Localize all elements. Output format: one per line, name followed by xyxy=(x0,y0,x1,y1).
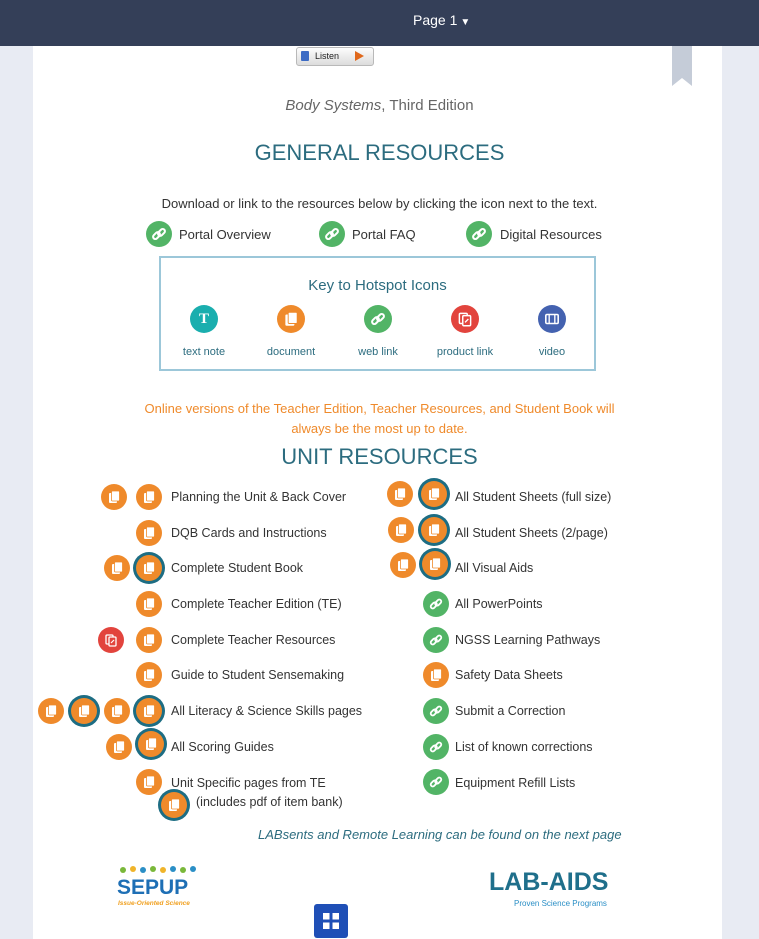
resource-planning-unit[interactable]: Planning the Unit & Back Cover xyxy=(171,490,347,504)
document-icon[interactable] xyxy=(38,698,64,724)
document-icon[interactable] xyxy=(136,769,162,795)
page-selector[interactable]: Page 1▼ xyxy=(413,12,470,28)
product-link-icon[interactable] xyxy=(98,627,124,653)
portal-overview-label: Portal Overview xyxy=(179,227,271,242)
listen-label: Listen xyxy=(315,51,340,61)
page-grid-button[interactable] xyxy=(314,904,348,938)
web-link-icon xyxy=(364,305,392,333)
resource-known-corrections[interactable]: List of known corrections xyxy=(455,740,593,754)
digital-resources-label: Digital Resources xyxy=(500,227,602,242)
document-icon[interactable] xyxy=(390,552,416,578)
resource-student-sheets-full[interactable]: All Student Sheets (full size) xyxy=(455,490,612,504)
page-label: Page 1 xyxy=(413,12,458,28)
unit-resources-heading: UNIT RESOURCES xyxy=(281,444,478,469)
portal-faq-label: Portal FAQ xyxy=(352,227,416,242)
document-icon[interactable] xyxy=(136,698,162,724)
notice-line-1: Online versions of the Teacher Edition, … xyxy=(144,401,615,416)
labaids-wordmark: LAB-AIDS xyxy=(489,868,608,896)
document-icon[interactable] xyxy=(136,555,162,581)
text-note-icon: T xyxy=(190,305,218,333)
web-link-icon[interactable] xyxy=(423,734,449,760)
document-icon[interactable] xyxy=(421,517,447,543)
resource-complete-teacher-resources[interactable]: Complete Teacher Resources xyxy=(171,633,336,647)
lab-aids-logo: LAB-AIDS Proven Science Programs xyxy=(488,864,640,909)
key-label-video: video xyxy=(538,346,566,358)
document-icon[interactable] xyxy=(423,662,449,688)
top-bar: Page 1▼ xyxy=(0,0,759,46)
resource-student-sheets-2page[interactable]: All Student Sheets (2/page) xyxy=(455,526,608,540)
key-label-web-link: web link xyxy=(358,346,398,358)
resource-item-bank-pdf[interactable]: (includes pdf of item bank) xyxy=(196,795,343,809)
resource-unit-specific-pages[interactable]: Unit Specific pages from TE xyxy=(171,776,326,790)
edition-title-italic: Body Systems xyxy=(285,97,382,114)
speaker-icon xyxy=(301,51,309,61)
document-icon[interactable] xyxy=(136,627,162,653)
edition-title: Body Systems, Third Edition xyxy=(0,97,759,114)
resource-literacy-science-skills[interactable]: All Literacy & Science Skills pages xyxy=(171,704,363,718)
document-icon[interactable] xyxy=(161,792,187,818)
resource-safety-data-sheets[interactable]: Safety Data Sheets xyxy=(455,668,563,682)
sepup-logo: SEPUP Issue-Oriented Science xyxy=(115,864,205,909)
bookmark-icon[interactable] xyxy=(672,46,692,86)
next-page-note: LABsents and Remote Learning can be foun… xyxy=(258,827,622,842)
resource-complete-student-book[interactable]: Complete Student Book xyxy=(171,561,304,575)
resource-submit-correction[interactable]: Submit a Correction xyxy=(455,704,566,718)
sepup-tagline: Issue-Oriented Science xyxy=(118,900,190,907)
web-link-icon[interactable] xyxy=(423,769,449,795)
document-icon[interactable] xyxy=(422,551,448,577)
document-icon[interactable] xyxy=(387,481,413,507)
edition-title-rest: , Third Edition xyxy=(381,97,474,114)
web-link-icon[interactable] xyxy=(423,698,449,724)
video-icon xyxy=(538,305,566,333)
document-icon[interactable] xyxy=(104,698,130,724)
resource-powerpoints[interactable]: All PowerPoints xyxy=(455,597,543,611)
document-icon[interactable] xyxy=(136,520,162,546)
document-icon[interactable] xyxy=(101,484,127,510)
document-icon[interactable] xyxy=(136,591,162,617)
portal-faq-link-icon[interactable] xyxy=(319,221,345,247)
resource-equipment-refill[interactable]: Equipment Refill Lists xyxy=(455,776,576,790)
document-icon[interactable] xyxy=(71,698,97,724)
key-label-product-link: product link xyxy=(436,346,494,358)
portal-overview-link-icon[interactable] xyxy=(146,221,172,247)
grid-icon xyxy=(323,913,339,929)
labaids-tagline: Proven Science Programs xyxy=(514,899,607,908)
listen-button[interactable]: Listen xyxy=(296,47,374,66)
notice-line-2: always be the most up to date. xyxy=(291,421,468,436)
resource-complete-teacher-edition[interactable]: Complete Teacher Edition (TE) xyxy=(171,597,342,611)
document-icon xyxy=(277,305,305,333)
digital-resources-link-icon[interactable] xyxy=(466,221,492,247)
resource-dqb-cards[interactable]: DQB Cards and Instructions xyxy=(171,526,327,540)
web-link-icon[interactable] xyxy=(423,591,449,617)
chevron-down-icon: ▼ xyxy=(460,17,471,28)
key-label-text-note: text note xyxy=(182,346,226,358)
hotspot-key-box xyxy=(159,256,596,371)
product-link-icon xyxy=(451,305,479,333)
resource-guide-sensemaking[interactable]: Guide to Student Sensemaking xyxy=(171,668,345,682)
document-icon[interactable] xyxy=(136,484,162,510)
key-label-document: document xyxy=(266,346,316,358)
online-versions-notice: Online versions of the Teacher Edition, … xyxy=(100,399,659,439)
document-icon[interactable] xyxy=(138,731,164,757)
text-note-glyph: T xyxy=(198,310,209,327)
sepup-wordmark: SEPUP xyxy=(117,876,188,899)
resource-ngss-pathways[interactable]: NGSS Learning Pathways xyxy=(455,633,601,647)
resource-scoring-guides[interactable]: All Scoring Guides xyxy=(171,740,274,754)
general-resources-heading: GENERAL RESOURCES xyxy=(254,140,505,165)
document-icon[interactable] xyxy=(106,734,132,760)
general-instructions: Download or link to the resources below … xyxy=(161,196,598,211)
resource-visual-aids[interactable]: All Visual Aids xyxy=(455,561,534,575)
hotspot-key-title: Key to Hotspot Icons xyxy=(308,277,447,294)
document-icon[interactable] xyxy=(421,481,447,507)
web-link-icon[interactable] xyxy=(423,627,449,653)
document-icon[interactable] xyxy=(136,662,162,688)
document-icon[interactable] xyxy=(388,517,414,543)
document-icon[interactable] xyxy=(104,555,130,581)
play-icon xyxy=(355,51,364,61)
